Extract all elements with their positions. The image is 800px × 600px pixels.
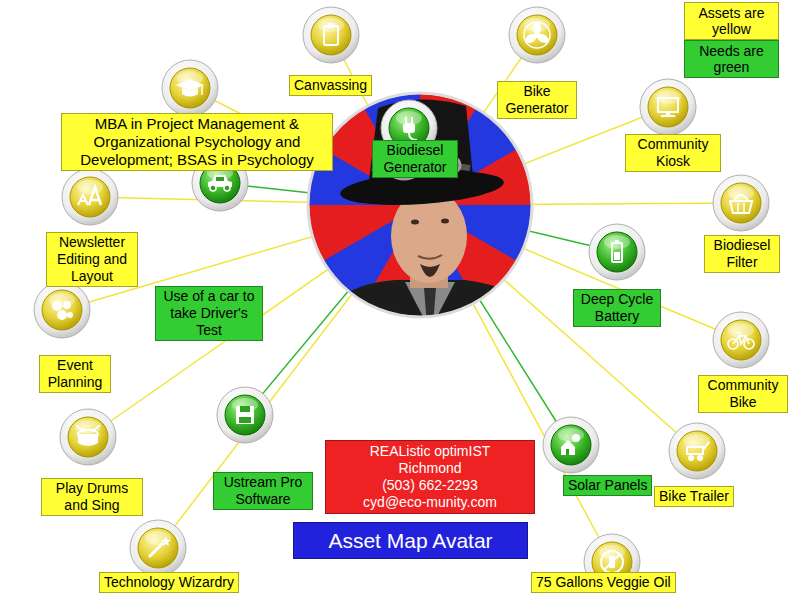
eye	[441, 219, 449, 224]
asset-bubble	[162, 60, 218, 116]
node-text: (503) 662-2293	[336, 477, 524, 494]
eye	[411, 220, 419, 225]
asset-bubble	[34, 282, 90, 338]
asset-label: Canvassing	[289, 75, 372, 96]
need-bubble	[217, 387, 273, 443]
node-text: cyd@eco-munity.com	[336, 494, 524, 511]
wagon-icon	[687, 442, 709, 461]
legend-swatch: Assets are yellow	[684, 2, 779, 40]
asset-bubble	[713, 175, 769, 231]
asset-label: Community Bike	[698, 375, 788, 413]
node-text: Newsletter Editing and Layout	[51, 234, 133, 285]
node-text: Biodiesel Generator	[377, 142, 453, 176]
asset-bubble	[669, 423, 725, 479]
node-text: Bike Generator	[502, 83, 572, 117]
node-text: Event Planning	[44, 357, 106, 391]
monitor-icon	[658, 98, 678, 117]
cap-icon	[176, 79, 204, 97]
mouth	[418, 255, 442, 259]
legend-text: Assets are yellow	[689, 5, 774, 37]
plug-icon	[403, 117, 417, 140]
need-label: Deep Cycle Battery	[573, 289, 661, 327]
node-text: Asset Map Avatar	[304, 528, 517, 553]
asset-bubble	[60, 409, 116, 465]
asset-label: Technology Wizardry	[99, 572, 239, 593]
spoke-lines	[62, 35, 741, 562]
asset-bubble	[509, 7, 565, 63]
asset-label: Community Kiosk	[625, 134, 721, 172]
bike-icon	[728, 333, 754, 349]
asset-label: Bike Generator	[497, 81, 577, 119]
goatee	[420, 264, 440, 277]
node-text: Community Kiosk	[630, 136, 716, 170]
node-text: Community Bike	[703, 377, 783, 411]
asset-bubble	[713, 312, 769, 368]
node-text: Canvassing	[294, 77, 367, 94]
need-label: Solar Panels	[563, 475, 652, 496]
asset-label: MBA in Project Management & Organization…	[61, 113, 333, 171]
photo-rays	[260, 45, 580, 365]
asset-bubble	[130, 520, 186, 576]
node-text: MBA in Project Management & Organization…	[66, 115, 328, 169]
generator-icon	[524, 22, 551, 48]
contact-box: REAListic optimISTRichmond(503) 662-2293…	[325, 440, 535, 514]
battery-icon	[612, 240, 622, 262]
need-bubble	[543, 417, 599, 473]
asset-bubble	[303, 7, 359, 63]
asset-label: 75 Gallons Veggie Oil	[531, 572, 676, 593]
basket-icon	[730, 195, 752, 213]
legend: Assets are yellowNeeds are green	[684, 2, 779, 78]
node-text: Ustream Pro Software	[218, 474, 308, 508]
node-text: Biodiesel Filter	[709, 237, 775, 271]
legend-swatch: Needs are green	[684, 40, 779, 78]
need-label: Ustream Pro Software	[213, 472, 313, 510]
need-label: Biodiesel Generator	[372, 140, 458, 178]
car-icon	[208, 175, 232, 191]
tie	[424, 288, 436, 325]
asset-label: Newsletter Editing and Layout	[46, 232, 138, 287]
need-bubble	[589, 224, 645, 280]
need-label: Use of a car to take Driver's Test	[155, 286, 263, 341]
title-box: Asset Map Avatar	[293, 522, 528, 559]
asset-bubble	[62, 169, 118, 225]
event-icon	[52, 301, 73, 320]
shirt	[405, 282, 455, 330]
node-text: Solar Panels	[568, 477, 647, 494]
no-oil-icon	[601, 551, 623, 573]
asset-bubble	[640, 79, 696, 135]
node-text: Play Drums and Sing	[46, 480, 138, 514]
node-text: Technology Wizardry	[104, 574, 234, 591]
node-text: Bike Trailer	[659, 488, 729, 505]
asset-label: Biodiesel Filter	[704, 235, 780, 273]
node-text: Use of a car to take Driver's Test	[160, 288, 258, 339]
drum-icon	[76, 425, 100, 446]
floppy-icon	[236, 406, 254, 424]
wand-icon	[149, 536, 171, 557]
node-text: Deep Cycle Battery	[578, 291, 656, 325]
asset-label: Bike Trailer	[654, 486, 734, 507]
node-text: REAListic optimIST	[336, 443, 524, 460]
node-text: Richmond	[336, 460, 524, 477]
photo-ring	[308, 93, 532, 317]
asset-label: Play Drums and Sing	[41, 478, 143, 516]
legend-text: Needs are green	[689, 43, 774, 75]
node-text: 75 Gallons Veggie Oil	[536, 574, 671, 591]
font-icon	[78, 187, 101, 205]
icon-bubbles	[34, 7, 769, 590]
clipboard-icon	[324, 23, 338, 45]
avatar-photo	[260, 45, 580, 365]
solar-icon	[561, 434, 580, 455]
asset-label: Event Planning	[39, 355, 111, 393]
